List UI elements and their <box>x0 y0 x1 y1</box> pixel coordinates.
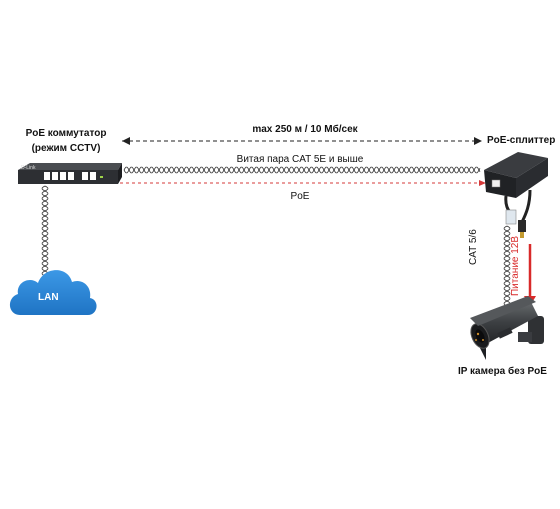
twisted-wire <box>123 166 481 174</box>
poe-line-label: PoE <box>290 191 310 202</box>
power-arrow-icon <box>524 244 536 306</box>
poe-dashed-line <box>120 180 486 186</box>
twisted-wire <box>41 185 49 277</box>
switch-mode-label: (режим CCTV) <box>31 143 101 154</box>
cat56-label: CAT 5/6 <box>468 229 479 265</box>
poe-splitter-icon <box>484 152 548 238</box>
cable-label: Витая пара CAT 5E и выше <box>236 154 364 165</box>
splitter-title: PoE-сплиттер <box>487 135 556 146</box>
power-label: Питание 12В <box>510 235 521 296</box>
switch-title: PoE коммутатор <box>25 128 107 139</box>
lan-label: LAN <box>38 292 59 303</box>
camera-label: IP камера без PoE <box>458 366 547 377</box>
switch-port-leds <box>44 172 103 180</box>
lan-twisted-pair-icon <box>41 185 49 277</box>
distance-label: max 250 м / 10 Мб/сек <box>252 124 358 135</box>
twisted-wire <box>123 166 481 174</box>
network-switch-icon <box>18 163 122 184</box>
twisted-pair-cable-icon <box>123 166 481 174</box>
cloud-icon <box>9 270 97 315</box>
cctv-camera-icon <box>470 296 544 360</box>
switch-brand-label: D-Link <box>21 165 36 171</box>
distance-double-arrow-icon <box>122 137 482 145</box>
